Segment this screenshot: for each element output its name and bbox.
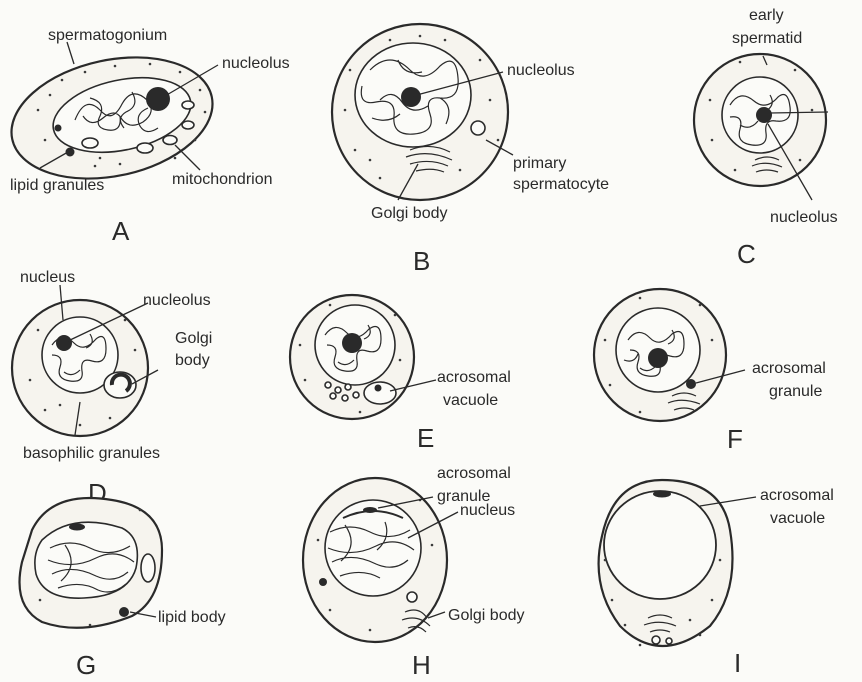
label-golgi-h: Golgi body [448,607,525,624]
label-basophilic: basophilic granules [23,445,160,462]
label-lipid-granules: lipid granules [10,177,104,194]
label-acrosomal-f: acrosomal [752,360,826,377]
label-early: early [749,7,784,24]
nucleolus-d [56,335,72,351]
letter-b: B [413,246,430,276]
label-nucleolus-a: nucleolus [222,55,290,72]
leader-mito-a [175,145,200,170]
mitochondrion-a [82,138,98,148]
acrosomal-vacuole-i [604,491,716,599]
panel-f: acrosomal granule F [594,289,826,454]
letter-i: I [734,648,741,678]
label-lipid-body: lipid body [158,609,226,626]
leader-spermatogonium [67,42,74,64]
label-acrosomal-h: acrosomal [437,465,511,482]
nucleolus-a [146,87,170,111]
label-golgi-d1: Golgi [175,330,212,347]
label-spermatocyte: spermatocyte [513,176,609,193]
label-acrosomal-e: acrosomal [437,369,511,386]
panel-b: nucleolus primary spermatocyte Golgi bod… [332,24,609,276]
panel-i: acrosomal vacuole I [599,480,834,678]
acrosome-g [69,524,85,531]
panel-e: acrosomal vacuole E [290,295,511,453]
letter-e: E [417,423,434,453]
label-acrosomal-i: acrosomal [760,487,834,504]
panel-a: spermatogonium nucleolus lipid granules … [0,27,289,246]
label-nucleolus-b: nucleolus [507,62,575,79]
label-nucleus-h: nucleus [460,502,515,519]
label-spermatid: spermatid [732,30,802,47]
letter-h: H [412,650,431,680]
label-golgi-b: Golgi body [371,205,448,222]
acrosomal-granule-f [686,379,696,389]
label-golgi-d2: body [175,352,210,369]
nucleolus-c [756,107,772,123]
label-nucleolus-d: nucleolus [143,292,211,309]
panel-d: nucleus nucleolus Golgi body basophilic … [12,269,212,508]
label-nucleus-d: nucleus [20,269,75,286]
acrosomal-granule-h [363,507,377,513]
label-primary: primary [513,155,566,172]
label-granule-f: granule [769,383,822,400]
label-vacuole-i: vacuole [770,510,825,527]
nucleolus-e [342,333,362,353]
letter-c: C [737,239,756,269]
nucleolus-f [648,348,668,368]
panel-g: lipid body G [20,498,226,680]
letter-a: A [112,216,130,246]
panel-h: acrosomal granule nucleus Golgi body H [303,465,525,680]
label-vacuole-e: vacuole [443,392,498,409]
letter-g: G [76,650,96,680]
label-nucleolus-c: nucleolus [770,209,838,226]
label-spermatogonium: spermatogonium [48,27,167,44]
panel-c: early spermatid nucleolus C [694,7,838,269]
letter-f: F [727,424,743,454]
lipid-body-g [119,607,129,617]
nucleolus-b [401,87,421,107]
label-mitochondrion: mitochondrion [172,171,273,188]
